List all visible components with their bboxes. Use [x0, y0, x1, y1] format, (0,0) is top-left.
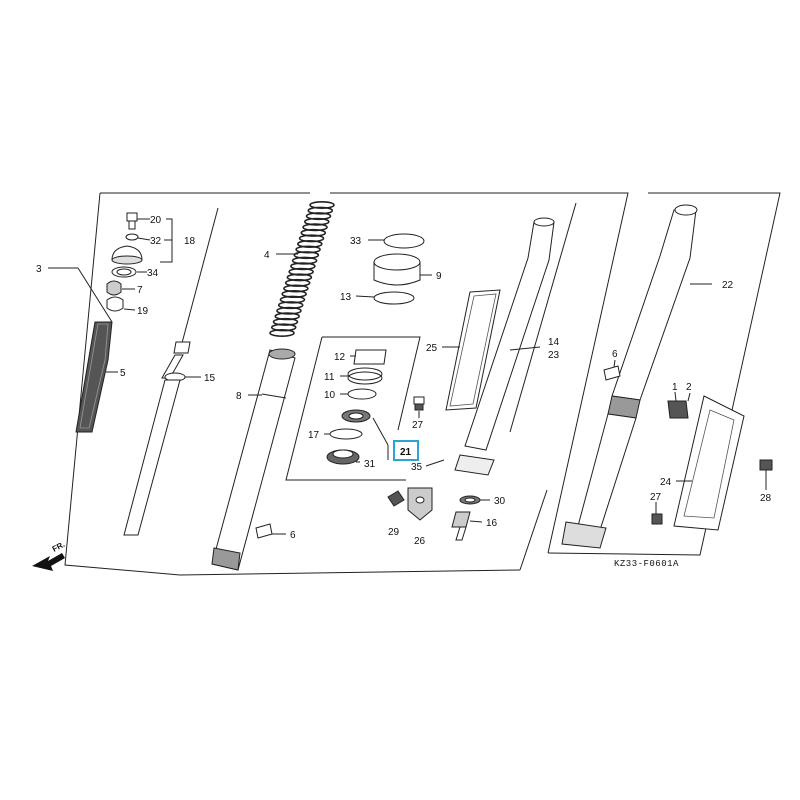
right-panel-outline: [547, 192, 781, 556]
callout-28: 28: [760, 493, 772, 504]
callout-21: 21: [400, 447, 412, 458]
callout-14: 14: [548, 337, 560, 348]
callout-11: 11: [324, 372, 335, 383]
spring-coil: [284, 278, 311, 287]
drawing-code: KZ33-F0601A: [614, 559, 679, 569]
spring-coil: [300, 228, 327, 237]
callout-8: 8: [236, 391, 242, 402]
spring-coil: [309, 201, 335, 210]
callout-26: 26: [414, 536, 426, 547]
front-direction-arrow: [32, 553, 65, 571]
guard-bolts: [651, 459, 773, 525]
callout-29: 29: [388, 527, 400, 538]
callout-34: 34: [147, 268, 159, 279]
callout-17: 17: [308, 430, 320, 441]
callout-25: 25: [426, 343, 438, 354]
spring-coil: [293, 251, 320, 260]
callout-3: 3: [36, 264, 42, 275]
callout-27-left: 27: [412, 420, 424, 431]
bleed-screw-27: [413, 396, 425, 418]
complete-fork-22: [561, 204, 712, 549]
callout-12: 12: [334, 352, 346, 363]
callout-23: 23: [548, 350, 560, 361]
callout-labels: 20 32 18 3 34 7 19 5 15 4 8 6 33 9 13 12…: [36, 215, 772, 547]
callout-19: 19: [137, 306, 149, 317]
spring-coil: [274, 312, 301, 321]
seal-kit-box: [285, 336, 421, 481]
direction-label: FR.: [51, 540, 67, 554]
part-3-bracket: [48, 267, 113, 323]
slider-bushing-left: [255, 523, 286, 539]
callout-9: 9: [436, 271, 442, 282]
callout-13: 13: [340, 292, 352, 303]
callout-32: 32: [150, 236, 162, 247]
spring-coil: [288, 267, 314, 276]
callout-27-right: 27: [650, 492, 662, 503]
spring-coil: [272, 317, 299, 326]
spring-coil: [270, 323, 297, 332]
spring-coil: [307, 206, 334, 215]
fork-guard-25: [442, 289, 501, 411]
center-panel-outline: [330, 192, 629, 554]
spring-coil: [297, 239, 323, 248]
callout-22: 22: [722, 280, 734, 291]
callout-15: 15: [204, 373, 216, 384]
spring-coil: [283, 284, 309, 293]
spring-coil: [279, 295, 306, 304]
callout-18: 18: [184, 236, 196, 247]
spring-coil: [298, 234, 325, 243]
axle-holder-parts: [387, 487, 490, 541]
inner-tube-8: [211, 348, 296, 571]
pin-35: [425, 459, 445, 467]
damper-rod: [123, 207, 219, 536]
dust-cover-5: [75, 321, 113, 433]
spring-coil: [286, 273, 313, 282]
callout-24: 24: [660, 477, 672, 488]
callout-1: 1: [672, 382, 678, 393]
callout-35: 35: [411, 462, 423, 473]
callout-2: 2: [686, 382, 692, 393]
callout-6-left: 6: [290, 530, 296, 541]
outer-tube-14: [454, 217, 555, 476]
spring-coil: [291, 256, 318, 265]
spring-coil: [277, 301, 304, 310]
callout-16: 16: [486, 518, 498, 529]
callout-33: 33: [350, 236, 362, 247]
fork-cap-bolt: [106, 212, 143, 312]
callout-7: 7: [137, 285, 143, 296]
callout-20: 20: [150, 215, 162, 226]
callout-lines-left-top: [106, 218, 173, 373]
spring-coil: [290, 262, 316, 271]
callout-6-right: 6: [612, 349, 618, 360]
callout-4: 4: [264, 250, 270, 261]
highlight-box-21: [393, 440, 419, 461]
fork-spring-4: [269, 201, 335, 337]
spring-coil: [303, 217, 330, 226]
spring-coil: [281, 290, 307, 299]
slider-bushing-right: [603, 359, 621, 381]
spring-coil: [302, 223, 328, 232]
spring-coil: [305, 212, 332, 221]
guide-rings: [355, 233, 432, 305]
callout-10: 10: [324, 390, 336, 401]
seal-kit-parts: [324, 349, 389, 465]
left-panel-outline: [64, 192, 548, 576]
callout-5: 5: [120, 368, 126, 379]
callout-30: 30: [494, 496, 506, 507]
spring-coil: [269, 328, 295, 337]
spring-coil: [276, 306, 302, 315]
clamp-parts: [667, 391, 691, 419]
fork-guard-24: [673, 395, 745, 531]
callout-31: 31: [364, 459, 376, 470]
spring-coil: [295, 245, 321, 254]
